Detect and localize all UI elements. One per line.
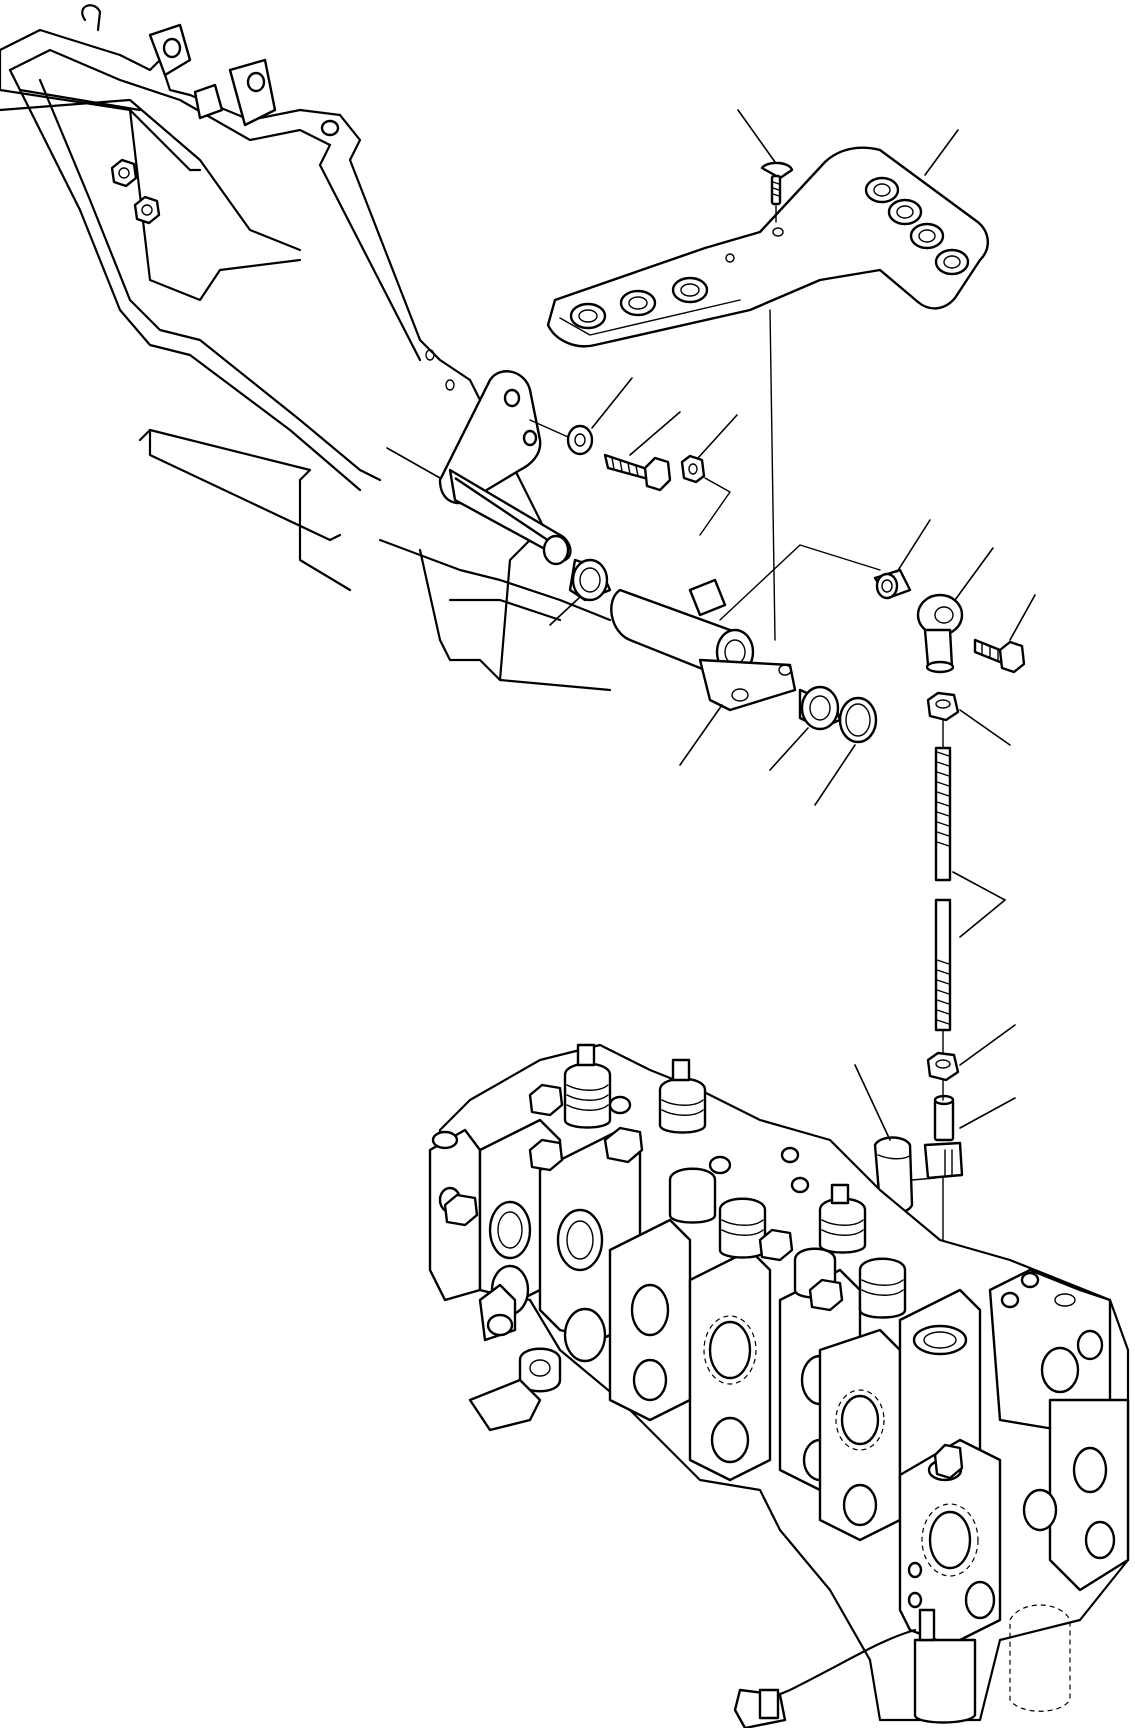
pedal-tube <box>610 544 881 766</box>
electrical-connector <box>733 1628 917 1728</box>
pedal-plate <box>546 129 989 641</box>
frame-bracket <box>0 4 612 692</box>
lock-nut-upper <box>926 691 1011 746</box>
spacer <box>873 519 931 600</box>
pivot-bracket <box>386 370 572 566</box>
bushing-left <box>549 558 612 626</box>
hex-bolt-ball-joint <box>973 594 1036 674</box>
control-valve-assembly <box>428 1043 1130 1724</box>
ball-joint <box>916 547 994 674</box>
snap-ring <box>814 696 878 806</box>
bushing-right <box>769 685 842 771</box>
hex-bolt-pivot <box>603 411 681 492</box>
washer <box>529 377 633 456</box>
threaded-rod <box>934 719 1007 1032</box>
flat-head-screw <box>737 109 794 223</box>
clevis <box>923 1079 1016 1301</box>
lock-nut-lower <box>926 1024 1016 1082</box>
nut-small <box>680 414 738 536</box>
